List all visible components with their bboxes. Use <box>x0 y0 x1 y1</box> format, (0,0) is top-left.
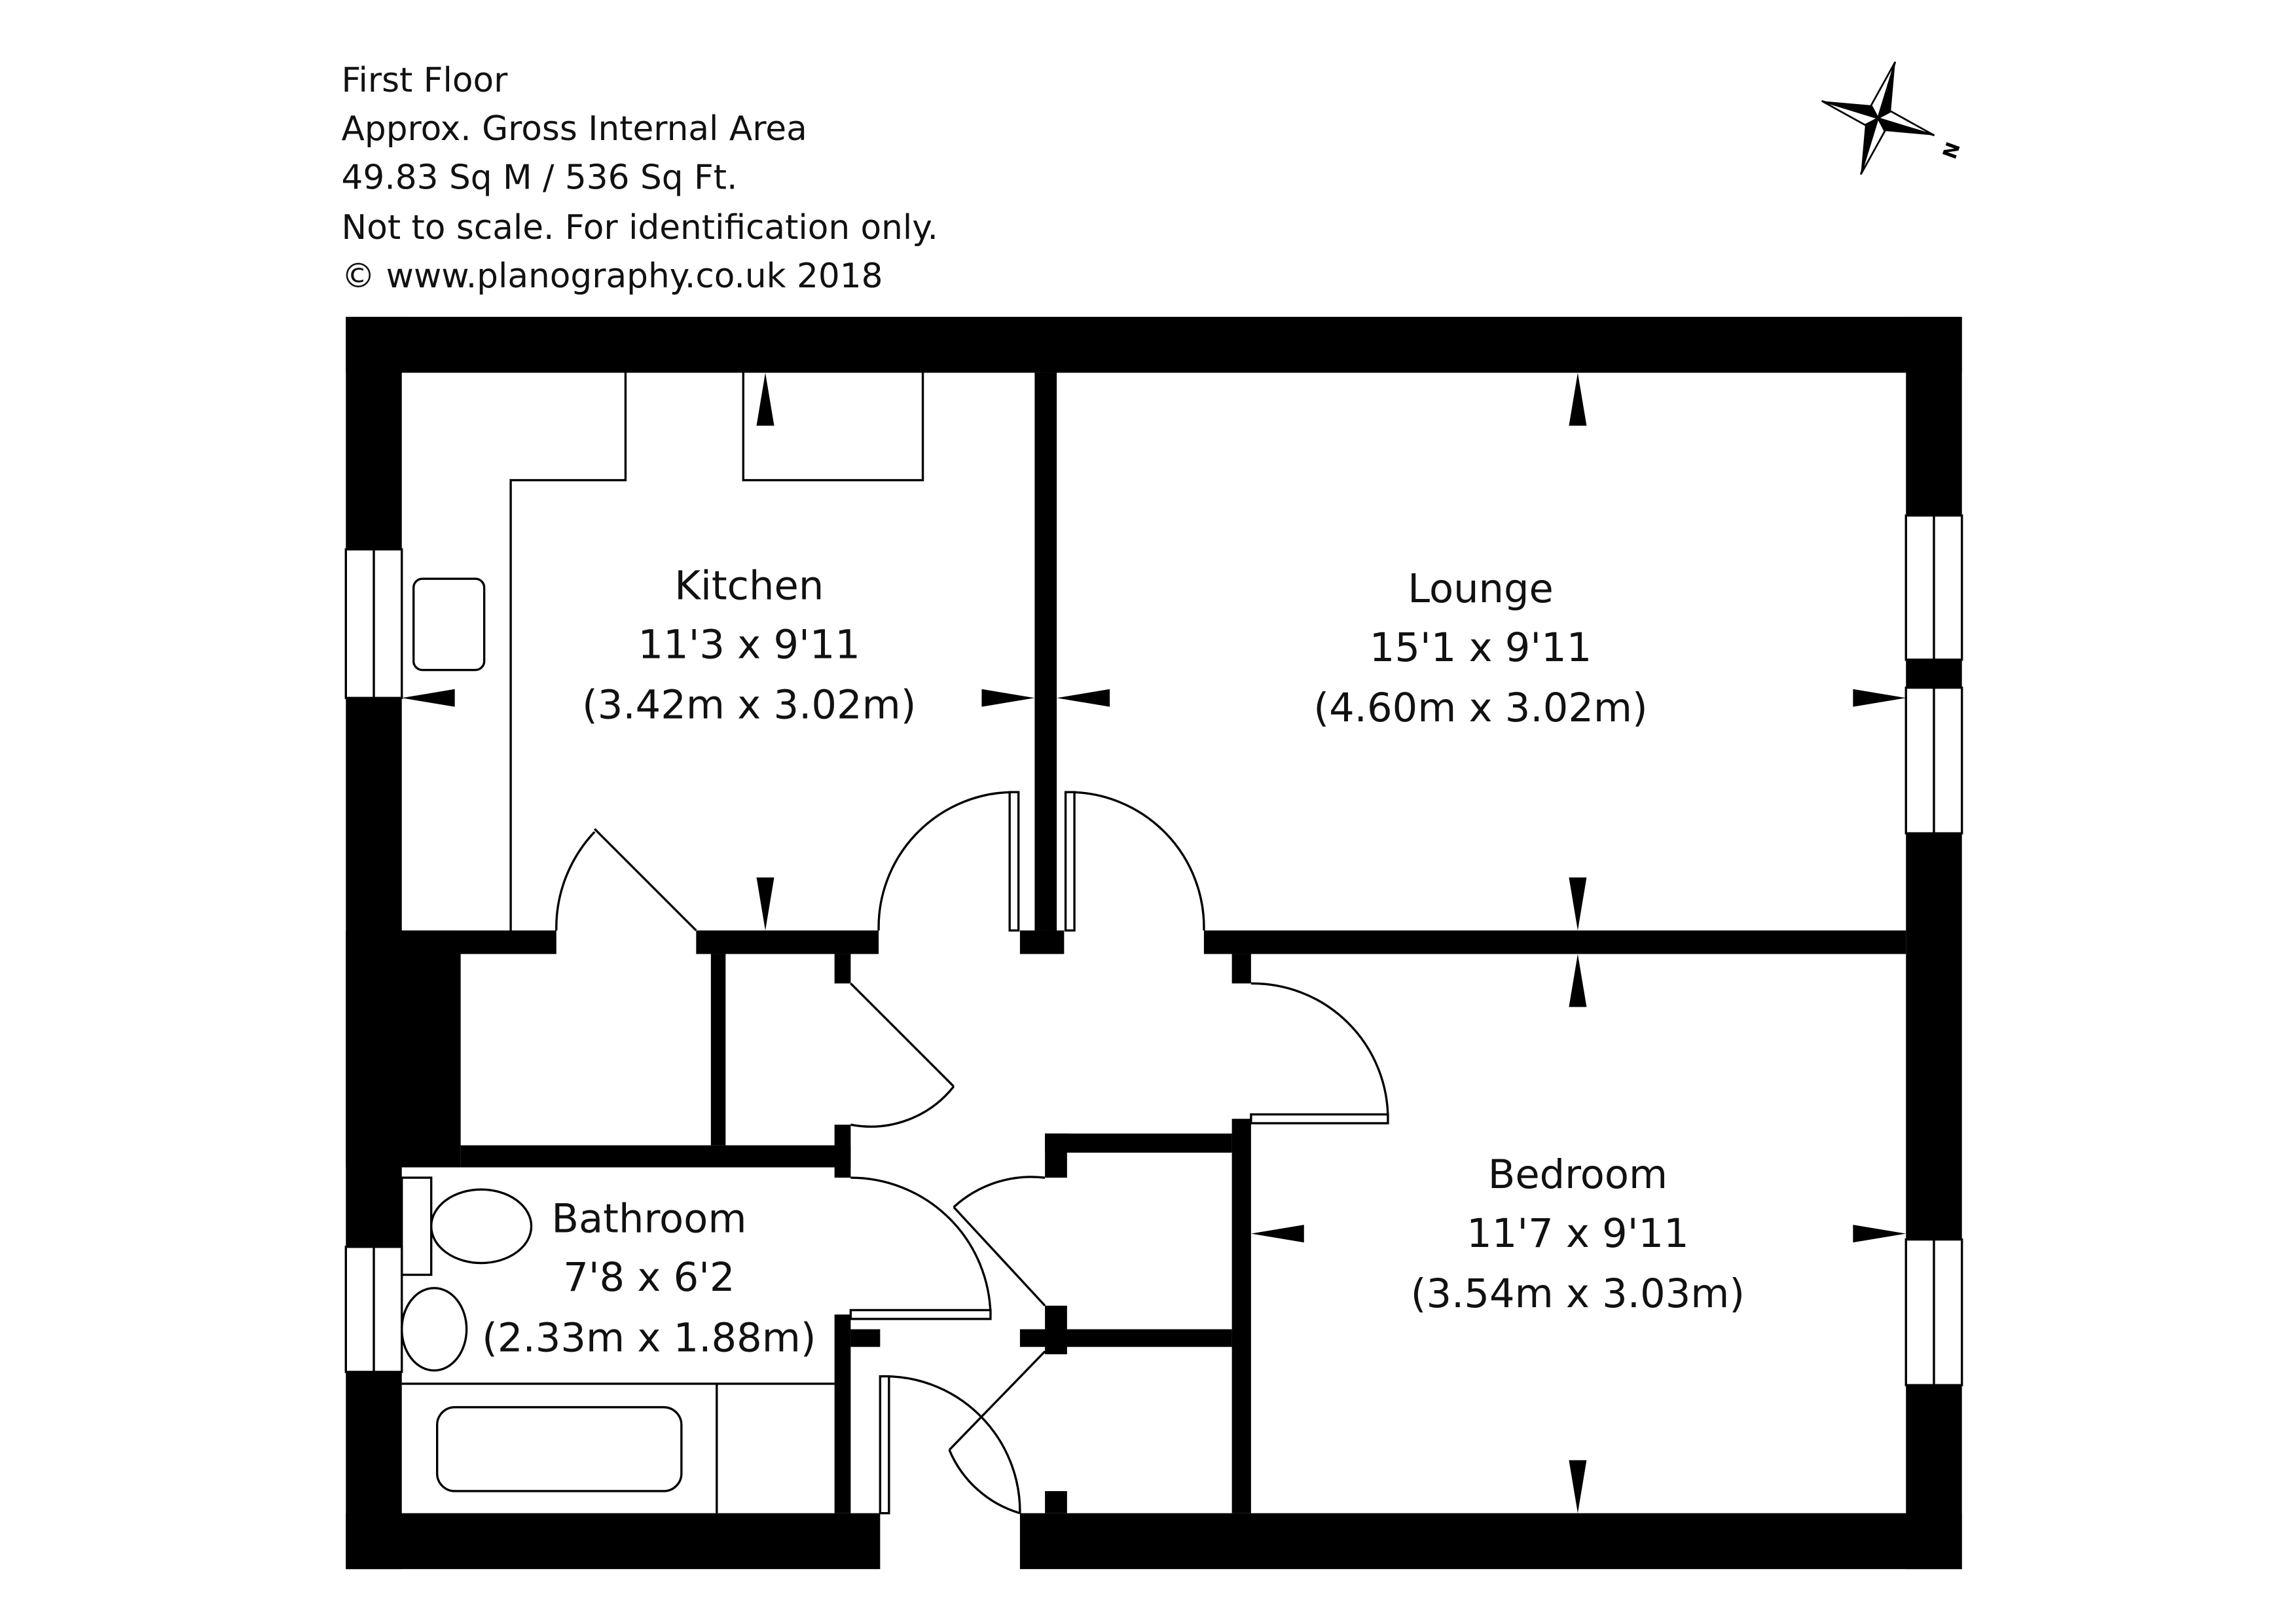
area-label: Approx. Gross Internal Area <box>342 109 807 149</box>
basin-icon <box>401 1287 468 1372</box>
dimension-arrows <box>401 372 1906 1513</box>
walls <box>346 317 1962 1570</box>
room-size-imperial: 15'1 x 9'11 <box>1370 625 1592 671</box>
compass-north-label: N <box>1939 139 1965 162</box>
room-lounge: Lounge 15'1 x 9'11 (4.60m x 3.02m) <box>1313 566 1647 731</box>
room-size-metric: (3.42m x 3.02m) <box>582 683 916 729</box>
room-name: Bathroom <box>551 1196 746 1242</box>
room-size-imperial: 11'7 x 9'11 <box>1467 1211 1689 1257</box>
fixtures <box>401 372 924 1513</box>
sink-icon <box>412 577 486 672</box>
compass-icon <box>1821 61 1935 175</box>
room-size-metric: (2.33m x 1.88m) <box>482 1315 816 1361</box>
floor-title: First Floor <box>342 61 509 100</box>
area-value: 49.83 Sq M / 536 Sq Ft. <box>342 158 738 197</box>
room-size-imperial: 11'3 x 9'11 <box>638 623 861 668</box>
room-size-metric: (4.60m x 3.02m) <box>1313 685 1647 731</box>
bath-icon <box>435 1406 683 1492</box>
header-text: First Floor Approx. Gross Internal Area … <box>342 61 938 296</box>
room-bedroom: Bedroom 11'7 x 9'11 (3.54m x 3.03m) <box>1411 1152 1745 1317</box>
doors <box>555 791 1389 1515</box>
room-name: Lounge <box>1408 566 1554 612</box>
room-name: Kitchen <box>674 564 824 609</box>
copyright: © www.planography.co.uk 2018 <box>342 257 883 296</box>
toilet-cistern-icon <box>401 1176 433 1276</box>
windows <box>344 514 1963 1386</box>
room-name: Bedroom <box>1488 1152 1667 1198</box>
toilet-icon <box>430 1188 533 1265</box>
disclaimer: Not to scale. For identification only. <box>342 208 938 247</box>
room-kitchen: Kitchen 11'3 x 9'11 (3.42m x 3.02m) <box>582 564 916 729</box>
room-size-imperial: 7'8 x 6'2 <box>563 1255 735 1301</box>
room-bathroom: Bathroom 7'8 x 6'2 (2.33m x 1.88m) <box>482 1196 816 1361</box>
room-size-metric: (3.54m x 3.03m) <box>1411 1271 1745 1317</box>
